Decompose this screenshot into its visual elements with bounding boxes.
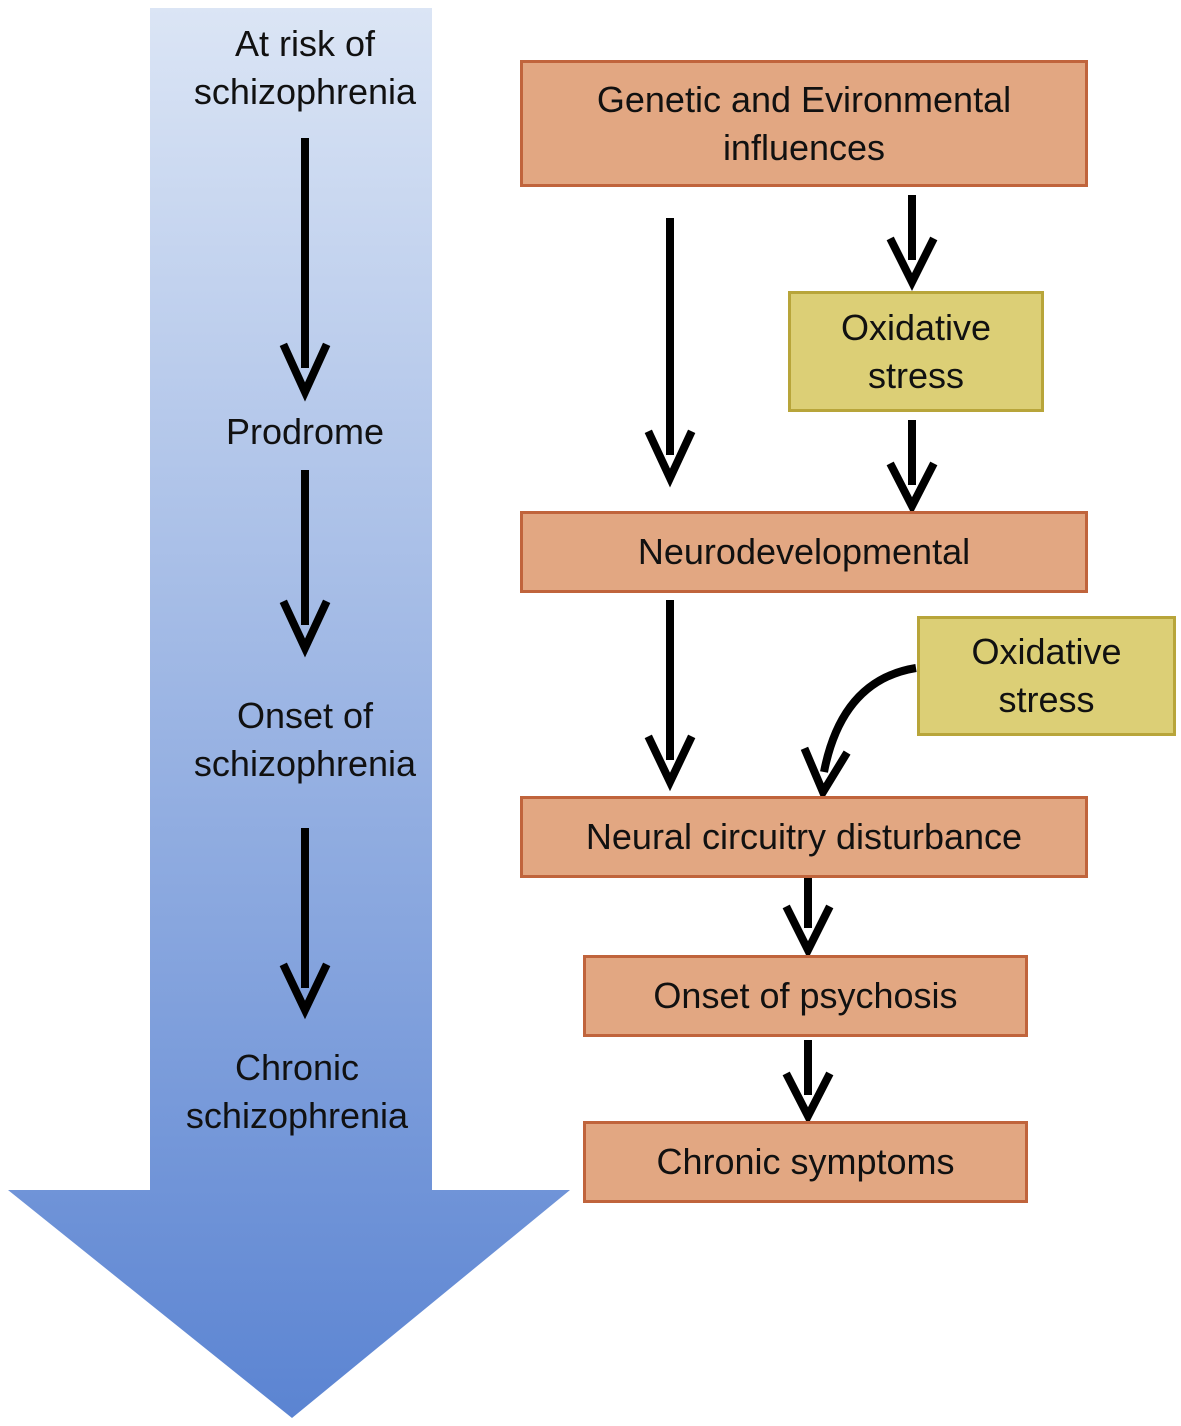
stage-at-risk: At risk of schizophrenia [193,23,417,112]
arrow-psychosis-to-chronic [782,1040,834,1125]
arrow-genetic-to-neurodevelopmental [644,218,696,488]
neural-circuitry-box: Neural circuitry disturbance [520,796,1088,878]
arrow-genetic-to-stress [886,195,938,291]
timeline-arrow-1 [279,138,331,402]
neurodevelopmental-box: Neurodevelopmental [520,511,1088,593]
arrow-stress-to-circuitry [800,664,917,801]
arrow-circuitry-to-psychosis [782,878,834,959]
arrow-neurodevelopmental-to-circuitry [644,600,696,792]
timeline-arrow-3 [279,828,331,1020]
chronic-symptoms-box: Chronic symptoms [583,1121,1028,1203]
timeline-arrow [8,8,570,1418]
onset-psychosis-box: Onset of psychosis [583,955,1028,1037]
stage-onset: Onset of schizophrenia [193,695,417,784]
genetic-environmental-box: Genetic and Evironmental influences [520,60,1088,187]
stage-chronic: Chronic schizophrenia [185,1047,409,1136]
timeline-arrow-2 [279,470,331,658]
oxidative-stress-box-2: Oxidative stress [917,616,1176,736]
arrow-stress-to-neurodevelopmental [886,420,938,515]
stage-prodrome: Prodrome [225,411,385,452]
oxidative-stress-box-1: Oxidative stress [788,291,1044,412]
